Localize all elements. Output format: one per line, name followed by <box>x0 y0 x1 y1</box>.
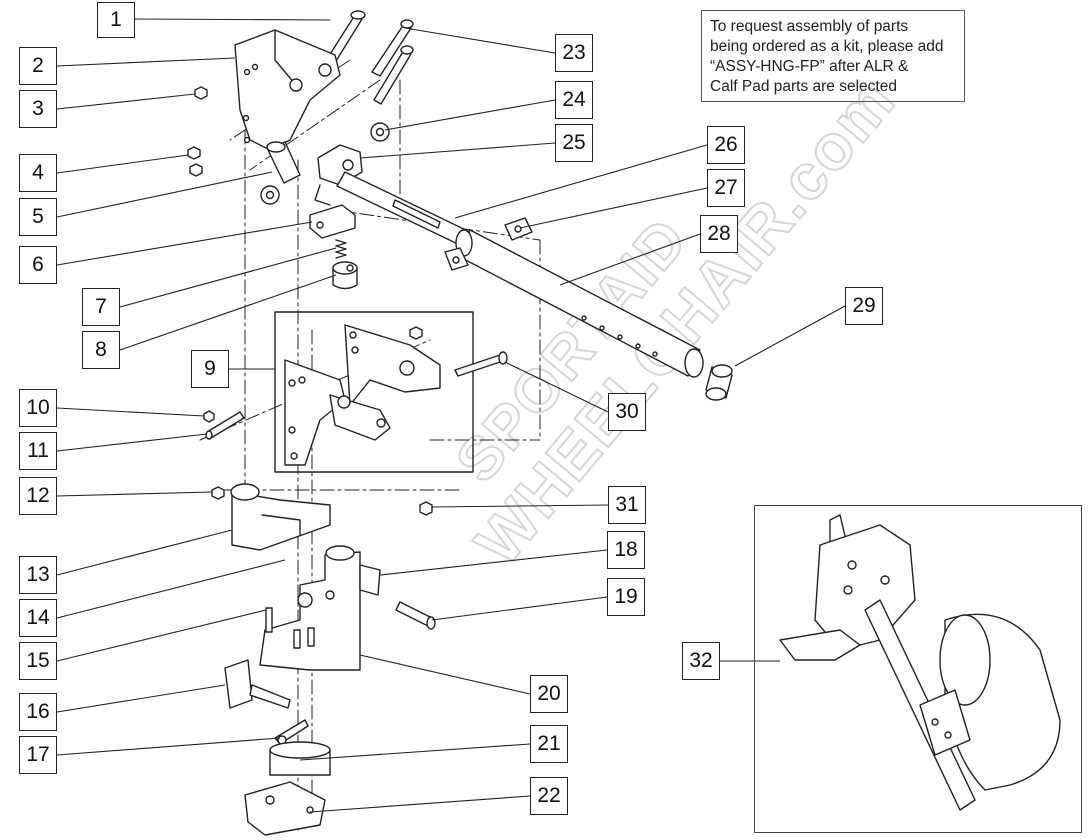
callout-29: 29 <box>845 287 883 325</box>
part-screws <box>265 607 315 649</box>
part-extension-tube <box>444 229 704 378</box>
note-line-3: “ASSY-HNG-FP” after ALR & <box>710 58 909 75</box>
callout-13: 13 <box>19 556 57 594</box>
callout-17: 17 <box>19 736 57 774</box>
part-plunger <box>332 261 358 290</box>
watermark-line-2: WHEELCHAIR.com <box>461 64 909 578</box>
part-stop-block <box>504 217 533 241</box>
callout-2: 2 <box>19 47 57 85</box>
callout-18: 18 <box>607 531 645 569</box>
part-latch <box>314 144 363 206</box>
callout-12: 12 <box>19 477 57 515</box>
part-nut-rod <box>203 410 245 440</box>
callout-11: 11 <box>19 432 57 470</box>
inset-assembly-drawing <box>779 514 1061 811</box>
part-washers <box>260 122 390 205</box>
part-bolts-23 <box>371 19 414 105</box>
inset-assembled-view <box>754 505 1082 833</box>
part-plate-assembly <box>274 311 474 473</box>
callout-10: 10 <box>19 389 57 427</box>
part-nut-31 <box>419 501 433 516</box>
note-line-2: being ordered as a kit, please add <box>710 38 944 55</box>
callout-3: 3 <box>19 90 57 128</box>
callout-5: 5 <box>19 198 57 236</box>
part-pin <box>454 351 508 377</box>
callout-7: 7 <box>82 288 120 326</box>
callout-4: 4 <box>19 154 57 192</box>
callout-14: 14 <box>19 599 57 637</box>
callout-30: 30 <box>608 393 646 431</box>
part-bolt-19 <box>395 601 436 630</box>
watermark: SPORTAID WHEELCHAIR.com <box>442 63 910 579</box>
part-clip <box>274 719 309 745</box>
part-clamp <box>230 483 331 551</box>
callout-9: 9 <box>191 350 229 388</box>
part-nuts <box>187 86 208 177</box>
assembly-note: To request assembly of parts being order… <box>701 10 965 102</box>
callout-22: 22 <box>530 777 568 815</box>
part-hinge-bracket <box>234 29 341 151</box>
part-receiver <box>259 545 381 671</box>
part-cam-block <box>309 204 356 239</box>
note-line-1: To request assembly of parts <box>710 18 909 35</box>
callout-21: 21 <box>530 725 568 763</box>
part-nut-12 <box>211 486 225 500</box>
callout-27: 27 <box>707 169 745 207</box>
callout-23: 23 <box>555 34 593 72</box>
note-line-4: Calf Pad parts are selected <box>710 78 897 95</box>
callout-8: 8 <box>82 331 120 369</box>
callout-26: 26 <box>707 126 745 164</box>
callout-19: 19 <box>607 578 645 616</box>
callout-31: 31 <box>608 486 646 524</box>
callout-16: 16 <box>19 693 57 731</box>
callout-24: 24 <box>555 81 593 119</box>
part-collar <box>269 741 331 776</box>
callout-6: 6 <box>19 246 57 284</box>
callout-20: 20 <box>530 675 568 713</box>
part-end-cap <box>705 364 733 401</box>
part-axle <box>336 171 473 248</box>
part-cap <box>266 141 301 184</box>
callout-15: 15 <box>19 642 57 680</box>
callout-28: 28 <box>700 215 738 253</box>
callout-25: 25 <box>555 124 593 162</box>
callout-1: 1 <box>97 2 135 38</box>
part-tab <box>224 659 291 709</box>
callout-32: 32 <box>682 642 720 680</box>
part-spring <box>335 239 347 259</box>
part-base <box>244 781 326 836</box>
leader-lines <box>56 18 846 813</box>
